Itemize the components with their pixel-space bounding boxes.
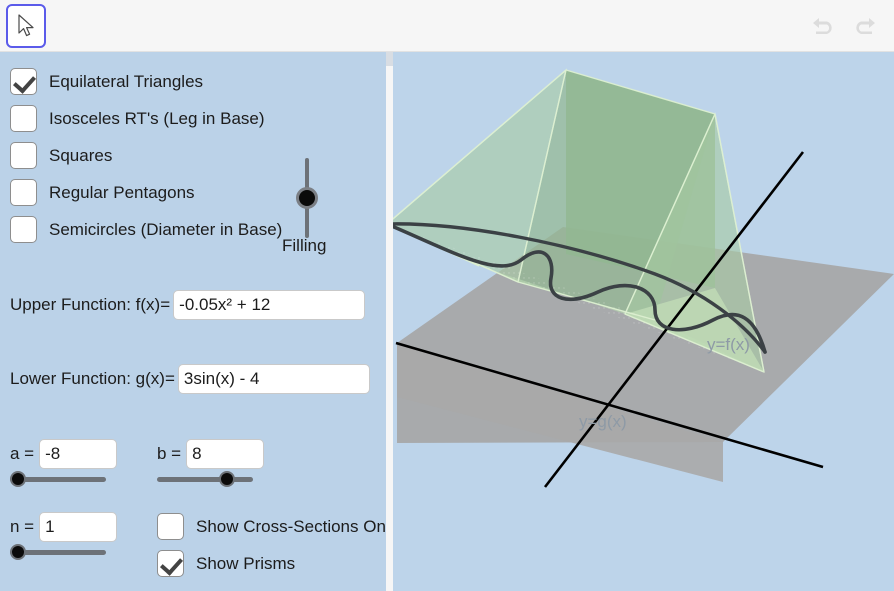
checkbox-row-isosceles-rts[interactable]: Isosceles RT's (Leg in Base) <box>10 105 265 132</box>
y-axis <box>543 151 805 488</box>
filling-slider[interactable] <box>296 158 318 238</box>
label-y-equals-g-of-x: y=g(x) <box>579 412 627 431</box>
filling-slider-knob[interactable] <box>296 187 318 209</box>
variable-n-line: n = <box>10 512 118 542</box>
variable-a-label: a = <box>10 444 35 463</box>
move-tool-button[interactable] <box>6 4 46 48</box>
variable-b-input[interactable] <box>186 439 265 469</box>
variable-a-slider[interactable] <box>10 471 106 487</box>
variable-a-line: a = <box>10 439 118 469</box>
graphics-3d-view[interactable]: y=f(x) y=g(x) <box>393 52 894 591</box>
checkbox-show-prisms[interactable] <box>157 550 184 577</box>
panel-divider-handle[interactable] <box>386 52 393 66</box>
lower-function-row: Lower Function: g(x)= <box>10 364 370 394</box>
variable-a-block: a = <box>10 439 118 487</box>
ground-plane-front <box>397 343 723 482</box>
variable-n-block: n = <box>10 512 118 560</box>
checkbox-label-semicircles: Semicircles (Diameter in Base) <box>49 219 283 239</box>
variable-b-line: b = <box>157 439 265 469</box>
variable-n-slider-track <box>10 550 106 555</box>
checkbox-equilateral-triangles[interactable] <box>10 68 37 95</box>
graphics-3d-canvas[interactable]: y=f(x) y=g(x) <box>393 52 894 591</box>
variable-n-label: n = <box>10 517 35 536</box>
checkbox-regular-pentagons[interactable] <box>10 179 37 206</box>
variable-b-label: b = <box>157 444 182 463</box>
checkbox-row-equilateral-triangles[interactable]: Equilateral Triangles <box>10 68 203 95</box>
checkbox-row-show-prisms[interactable]: Show Prisms <box>157 550 295 577</box>
variable-a-slider-track <box>10 477 106 482</box>
checkbox-show-cross-sections-only[interactable] <box>157 513 184 540</box>
label-y-equals-f-of-x: y=f(x) <box>707 335 750 354</box>
variable-a-input[interactable] <box>39 439 118 469</box>
variable-b-block: b = <box>157 439 265 487</box>
checkbox-row-show-cross-sections-only[interactable]: Show Cross-Sections Only <box>157 513 386 540</box>
curve-g <box>393 224 767 354</box>
checkbox-row-squares[interactable]: Squares <box>10 142 112 169</box>
checkbox-row-semicircles[interactable]: Semicircles (Diameter in Base) <box>10 216 282 243</box>
redo-button[interactable] <box>846 10 880 42</box>
variable-a-slider-knob[interactable] <box>10 471 26 487</box>
variable-b-slider-track <box>157 477 253 482</box>
checkbox-label-isosceles-rts: Isosceles RT's (Leg in Base) <box>49 108 265 128</box>
undo-button[interactable] <box>808 10 842 42</box>
filling-slider-label: Filling <box>282 236 327 255</box>
upper-function-row: Upper Function: f(x)= <box>10 290 366 320</box>
checkbox-label-squares: Squares <box>49 145 113 165</box>
prism-front-wedge <box>625 288 764 372</box>
checkbox-label-show-cross-sections-only: Show Cross-Sections Only <box>196 516 386 536</box>
checkbox-label-regular-pentagons: Regular Pentagons <box>49 182 195 202</box>
upper-function-label: Upper Function: f(x)= <box>10 295 171 314</box>
checkbox-squares[interactable] <box>10 142 37 169</box>
variable-b-slider[interactable] <box>157 471 253 487</box>
variable-n-slider[interactable] <box>10 544 106 560</box>
curve-f <box>393 222 767 354</box>
settings-panel: Equilateral Triangles Isosceles RT's (Le… <box>0 52 386 591</box>
toolbar <box>0 0 894 52</box>
checkbox-label-equilateral-triangles: Equilateral Triangles <box>49 71 204 91</box>
checkbox-row-regular-pentagons[interactable]: Regular Pentagons <box>10 179 195 206</box>
upper-function-input[interactable] <box>173 290 366 320</box>
cursor-arrow-icon <box>16 14 36 38</box>
lower-function-input[interactable] <box>177 364 370 394</box>
variable-n-input[interactable] <box>39 512 118 542</box>
checkbox-semicircles[interactable] <box>10 216 37 243</box>
checkbox-label-show-prisms: Show Prisms <box>196 553 296 573</box>
checkbox-isosceles-rts[interactable] <box>10 105 37 132</box>
prism-edges <box>393 69 765 373</box>
redo-arrow-icon <box>848 12 878 41</box>
undo-arrow-icon <box>810 12 840 41</box>
lower-function-label: Lower Function: g(x)= <box>10 369 175 388</box>
panel-divider[interactable] <box>386 52 393 591</box>
variable-n-slider-knob[interactable] <box>10 544 26 560</box>
variable-b-slider-knob[interactable] <box>219 471 235 487</box>
